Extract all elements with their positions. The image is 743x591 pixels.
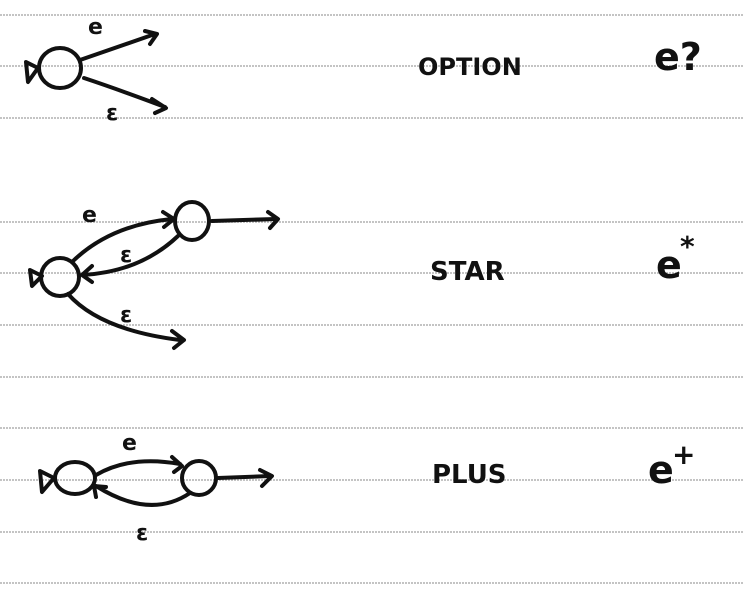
star-automaton: e ε ε [28, 200, 280, 350]
edge-epsilon-back-arrow [92, 484, 192, 507]
plus-automaton: e ε [38, 431, 274, 546]
option-automaton: e ε [24, 15, 168, 126]
operator-name-option: OPTION [418, 53, 522, 81]
notation-star-sup: * [680, 230, 695, 263]
edge-epsilon-back-arrow [80, 234, 180, 284]
edge-epsilon-arrow [66, 292, 186, 350]
exit-arrow [216, 468, 274, 488]
operator-name-star: STAR [430, 257, 505, 287]
start-marker-icon [38, 469, 56, 494]
start-marker-icon [28, 268, 44, 288]
notation-option: e? [654, 35, 702, 79]
exit-arrow [210, 210, 280, 230]
notation-plus-sup: + [672, 438, 695, 471]
edge-e-arrow [94, 455, 184, 477]
state-node-accept [180, 459, 218, 497]
ruled-lines [0, 14, 743, 584]
notation-star-base: e [656, 243, 682, 287]
edge-label: e [82, 203, 97, 228]
edge-epsilon-arrow [82, 76, 168, 115]
edge-label: ε [120, 243, 132, 268]
state-node [37, 46, 83, 90]
edge-e-arrow [78, 29, 159, 62]
edge-label: e [122, 431, 137, 456]
operator-name-plus: PLUS [432, 460, 507, 490]
edge-label: ε [106, 101, 118, 126]
start-marker-icon [24, 60, 40, 84]
state-node-accept [173, 200, 211, 242]
notation-plus-base: e [648, 448, 674, 492]
edge-label: e [88, 15, 103, 40]
edge-label: ε [120, 303, 132, 328]
state-node-start [53, 460, 97, 496]
state-node-start [39, 256, 81, 298]
edge-label: ε [136, 521, 148, 546]
edge-e-arrow [70, 210, 176, 264]
